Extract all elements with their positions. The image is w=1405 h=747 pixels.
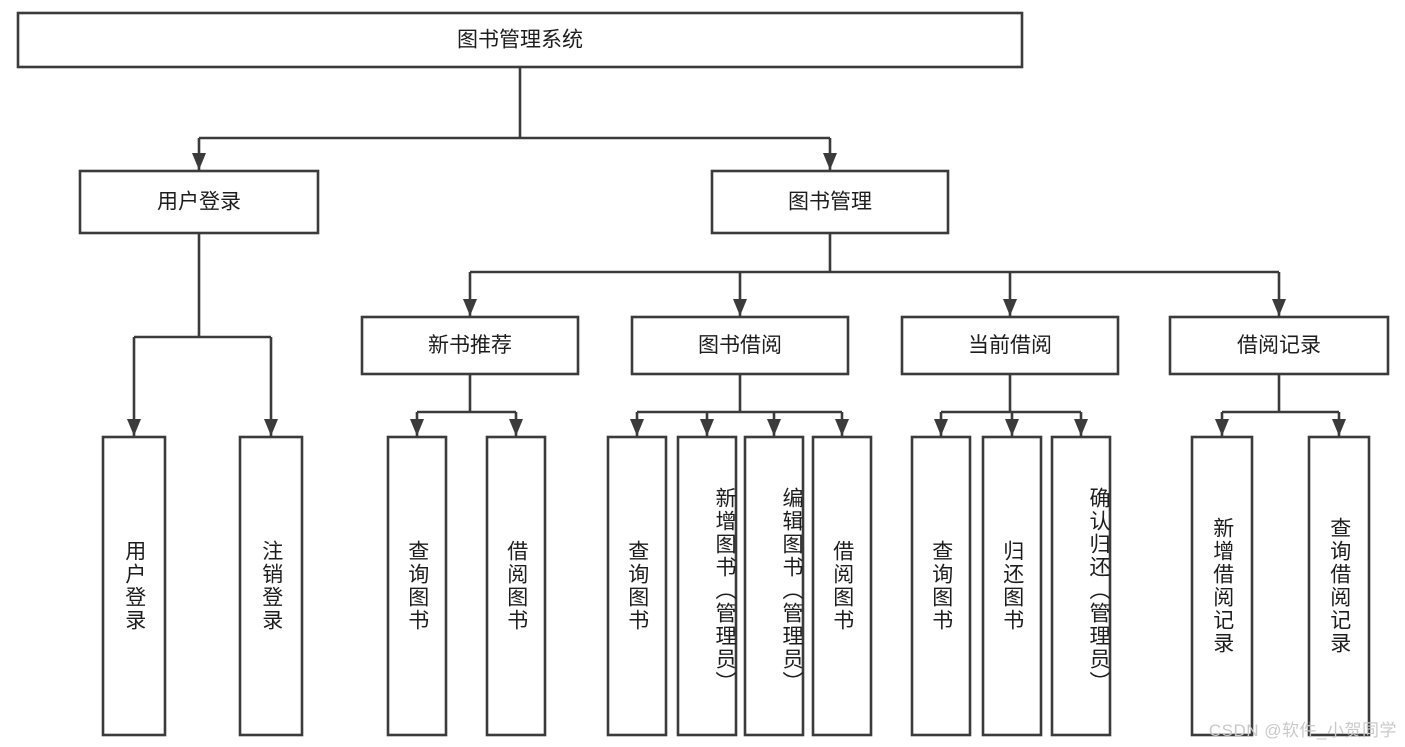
arrow-head-icon: [1074, 419, 1088, 436]
arrow-head-icon: [1272, 299, 1286, 316]
arrow-head-icon: [509, 419, 523, 436]
node-level2-1[interactable]: [630, 315, 850, 376]
node-leaf-3[interactable]: [485, 435, 547, 737]
arrow-head-icon: [1003, 299, 1017, 316]
arrow-head-icon: [127, 419, 141, 436]
node-level2-0[interactable]: [360, 315, 580, 376]
node-leaf-5[interactable]: [676, 435, 738, 737]
watermark-text: CSDN @软件_小贺同学: [1208, 721, 1397, 740]
arrow-head-icon: [264, 419, 278, 436]
node-leaf-0[interactable]: [101, 435, 167, 737]
node-leaf-11[interactable]: [1190, 435, 1254, 737]
node-leaf-1[interactable]: [238, 435, 304, 737]
node-leaf-7[interactable]: [811, 435, 873, 737]
node-leaf-10[interactable]: [1050, 435, 1112, 737]
node-level1-1-label: 图书管理: [788, 191, 872, 214]
node-root[interactable]: [16, 11, 1024, 69]
node-level1-1[interactable]: [710, 169, 950, 235]
node-level2-2-label: 当前借阅: [968, 334, 1052, 357]
arrow-head-icon: [410, 419, 424, 436]
arrow-head-icon: [700, 419, 714, 436]
arrow-head-icon: [767, 419, 781, 436]
node-level2-0-label: 新书推荐: [428, 334, 512, 357]
node-leaf-9[interactable]: [981, 435, 1043, 737]
boxes-layer: [16, 11, 1390, 737]
node-level2-3[interactable]: [1168, 315, 1390, 376]
node-leaf-2[interactable]: [386, 435, 448, 737]
node-leaf-8[interactable]: [910, 435, 972, 737]
node-leaf-12[interactable]: [1307, 435, 1371, 737]
arrow-head-icon: [934, 419, 948, 436]
node-leaf-6[interactable]: [743, 435, 805, 737]
arrow-head-icon: [630, 419, 644, 436]
arrow-head-icon: [835, 419, 849, 436]
arrow-head-icon: [192, 153, 206, 170]
arrow-head-icon: [463, 299, 477, 316]
node-root-label: 图书管理系统: [457, 29, 583, 52]
node-level2-1-label: 图书借阅: [698, 334, 782, 357]
node-level2-3-label: 借阅记录: [1237, 334, 1321, 357]
node-level2-2[interactable]: [900, 315, 1120, 376]
arrow-head-icon: [733, 299, 747, 316]
node-level1-0-label: 用户登录: [157, 191, 241, 214]
arrow-head-icon: [1332, 419, 1346, 436]
arrow-head-icon: [1215, 419, 1229, 436]
node-level1-0[interactable]: [78, 169, 320, 235]
node-leaf-4[interactable]: [606, 435, 668, 737]
connectors-layer: [127, 67, 1346, 436]
arrow-head-icon: [823, 153, 837, 170]
arrow-head-icon: [1005, 419, 1019, 436]
